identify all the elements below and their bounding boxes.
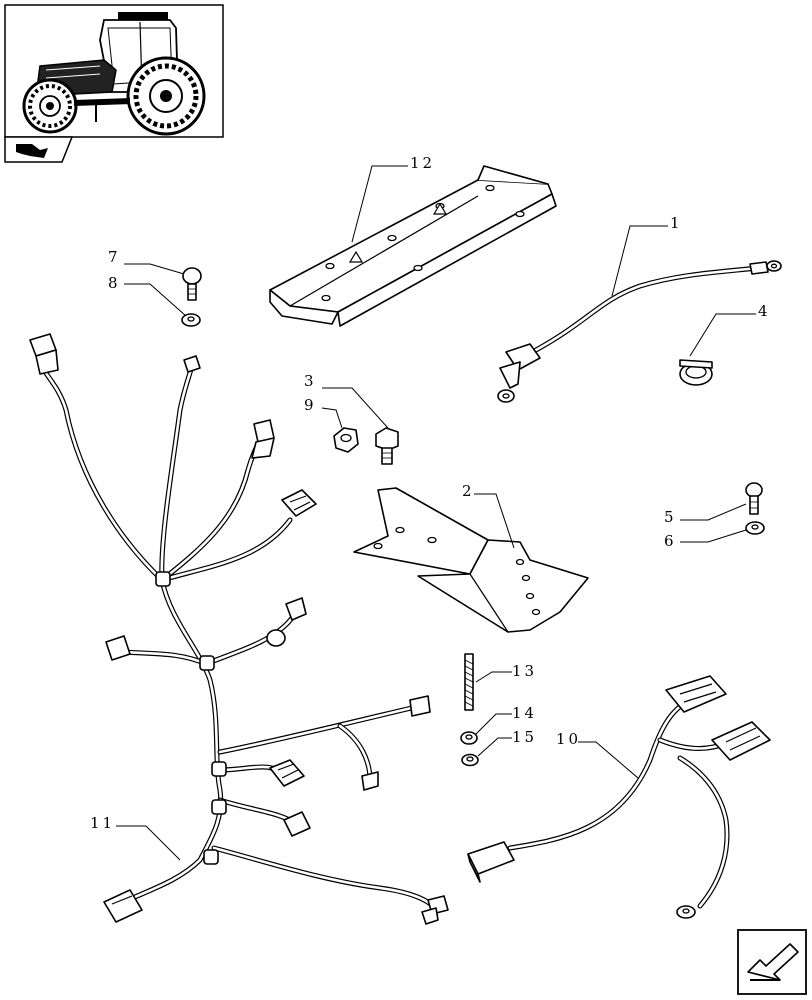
leader-7 — [124, 263, 185, 275]
callout-14-label: 14 — [512, 704, 537, 722]
leader-15 — [477, 737, 512, 757]
washer-6 — [745, 521, 765, 535]
leader-11 — [116, 825, 181, 861]
stud-13 — [464, 653, 474, 711]
washer-14 — [460, 731, 478, 745]
section-tag-icon[interactable] — [4, 136, 74, 163]
leader-5 — [680, 503, 747, 521]
clip-4 — [679, 359, 713, 386]
callout-12-label: 12 — [410, 154, 435, 172]
callout-1-label: 1 — [670, 214, 683, 232]
callout-11-label: 11 — [90, 814, 115, 832]
leader-14 — [475, 713, 512, 735]
callout-9-label: 9 — [304, 396, 317, 414]
leader-13 — [475, 671, 512, 683]
harness-10 — [467, 675, 771, 919]
callout-10-label: 10 — [556, 730, 581, 748]
callout-15-label: 15 — [512, 728, 537, 746]
bracket-2 — [353, 487, 589, 633]
next-page-arrow-icon[interactable] — [737, 929, 807, 995]
callout-8-label: 8 — [108, 274, 121, 292]
callout-3-label: 3 — [304, 372, 317, 390]
bolt-3 — [375, 427, 399, 465]
leader-6 — [680, 529, 747, 543]
leader-3 — [322, 387, 389, 429]
washer-15 — [461, 753, 479, 767]
callout-6-label: 6 — [664, 532, 677, 550]
callout-5-label: 5 — [664, 508, 677, 526]
leader-9 — [321, 407, 343, 429]
tractor-thumbnail-icon[interactable] — [4, 4, 224, 138]
leader-2 — [474, 493, 515, 549]
screw-7 — [182, 267, 202, 301]
callout-4-label: 4 — [758, 302, 771, 320]
callout-7-label: 7 — [108, 248, 121, 266]
callout-2-label: 2 — [462, 482, 475, 500]
leader-4 — [689, 313, 756, 357]
leader-10 — [578, 741, 639, 779]
screw-5 — [745, 482, 763, 515]
nut-9 — [333, 427, 359, 453]
bracket-12 — [269, 165, 557, 327]
harness-11 — [29, 333, 449, 925]
leader-8 — [124, 283, 187, 317]
callout-13-label: 13 — [512, 662, 537, 680]
battery-cable-1 — [497, 260, 782, 403]
leader-12 — [351, 165, 408, 243]
washer-8 — [181, 313, 201, 327]
leader-1 — [611, 225, 668, 297]
